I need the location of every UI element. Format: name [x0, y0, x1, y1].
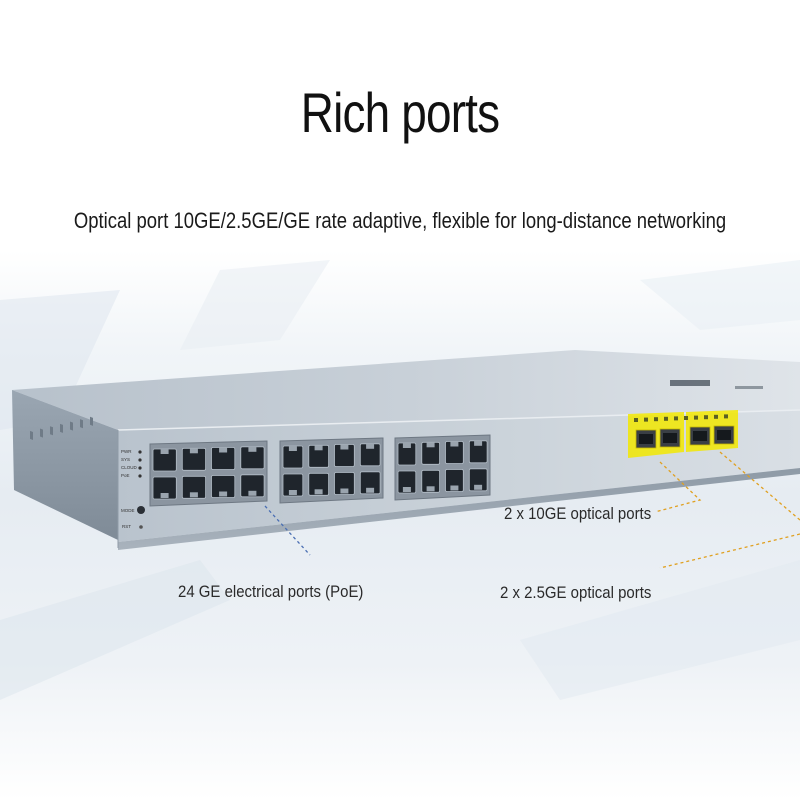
sfp-led [704, 415, 708, 420]
rj45-port-clip [189, 448, 198, 454]
rj45-block [394, 434, 491, 501]
led-cloud [138, 466, 142, 470]
rj45-port-clip [426, 442, 435, 448]
sfp-port-cage [717, 430, 731, 440]
rj45-port [240, 474, 265, 498]
sfp-port-area [628, 410, 738, 458]
rj45-port-clip [426, 486, 435, 492]
led-label-poe: PoE [121, 473, 130, 478]
leader-poe [264, 505, 311, 556]
rj45-port [445, 469, 464, 492]
label-poe-ports: 24 GE electrical ports (PoE) [178, 582, 364, 601]
rj45-port [308, 472, 329, 496]
rj45-port-clip [219, 491, 228, 497]
leader-25ge-b [659, 533, 800, 569]
rj45-port-clip [160, 449, 169, 454]
rj45-port-clip [450, 441, 459, 447]
rj45-port-clip [189, 492, 198, 498]
sfp-port-cage [693, 431, 707, 441]
rst-button [139, 525, 143, 529]
sfp-port-cage [639, 434, 653, 444]
label-25ge-ports: 2 x 2.5GE optical ports [500, 583, 652, 602]
led-label-sys: SYS [121, 457, 130, 462]
rj45-port-clip [288, 446, 297, 451]
rj45-port-clip [474, 484, 483, 490]
sfp-led [644, 417, 648, 422]
switch-left-side [12, 390, 118, 540]
page-subtitle: Optical port 10GE/2.5GE/GE rate adaptive… [73, 208, 727, 233]
sfp-port-cage [663, 433, 677, 443]
rj45-port-clip [160, 493, 169, 498]
sfp-led [674, 416, 678, 421]
rj45-port-clip [340, 488, 349, 494]
rj45-port-clip [288, 490, 297, 495]
rj45-port [397, 470, 417, 494]
brand-mark [670, 380, 763, 389]
sfp-ports [634, 414, 735, 449]
led-sys [138, 458, 142, 462]
sfp-led [724, 414, 728, 419]
rj45-port-clip [366, 443, 375, 449]
led-pwr [138, 450, 142, 454]
rj45-port-clip [366, 487, 375, 493]
rj45-port-clip [402, 443, 411, 448]
switch-top [12, 350, 800, 430]
rj45-port [152, 476, 177, 500]
rj45-port [282, 473, 304, 497]
status-leds: PWR SYS CLOUD PoE MODE RST [121, 449, 145, 529]
leader-10ge [654, 461, 702, 513]
rj45-port-clip [314, 489, 323, 495]
rj45-port-clip [219, 447, 228, 453]
sfp-led [694, 415, 698, 420]
led-poe [138, 474, 142, 478]
rj45-port-clip [314, 445, 323, 451]
led-label-pwr: PWR [121, 449, 132, 454]
rj45-port [334, 472, 355, 495]
sfp-led [714, 414, 718, 419]
rj45-block [149, 440, 268, 507]
rj45-port [181, 475, 207, 499]
sfp-led [684, 416, 688, 420]
switch-bottom-edge [118, 468, 800, 550]
rj45-ports [149, 434, 491, 507]
mode-button [137, 506, 145, 514]
rj45-port-clip [248, 490, 257, 496]
page-title: Rich ports [300, 81, 500, 144]
sfp-led [664, 416, 668, 421]
rj45-port-clip [450, 485, 459, 491]
rj45-port [468, 468, 488, 492]
sfp-led [654, 417, 658, 422]
rst-button-label: RST [122, 524, 131, 529]
rj45-port-clip [248, 446, 257, 452]
rj45-port [211, 475, 236, 498]
rj45-port-clip [402, 487, 411, 492]
rj45-port-clip [340, 444, 349, 450]
side-vents [30, 416, 93, 441]
sfp-led [634, 418, 638, 422]
rj45-port-clip [474, 440, 483, 446]
led-label-cloud: CLOUD [121, 465, 138, 470]
leader-lines [264, 451, 800, 569]
mode-button-label: MODE [121, 508, 135, 513]
rj45-block [279, 437, 384, 504]
label-10ge-ports: 2 x 10GE optical ports [504, 504, 652, 523]
rj45-port [421, 469, 440, 493]
rj45-port [359, 471, 381, 495]
